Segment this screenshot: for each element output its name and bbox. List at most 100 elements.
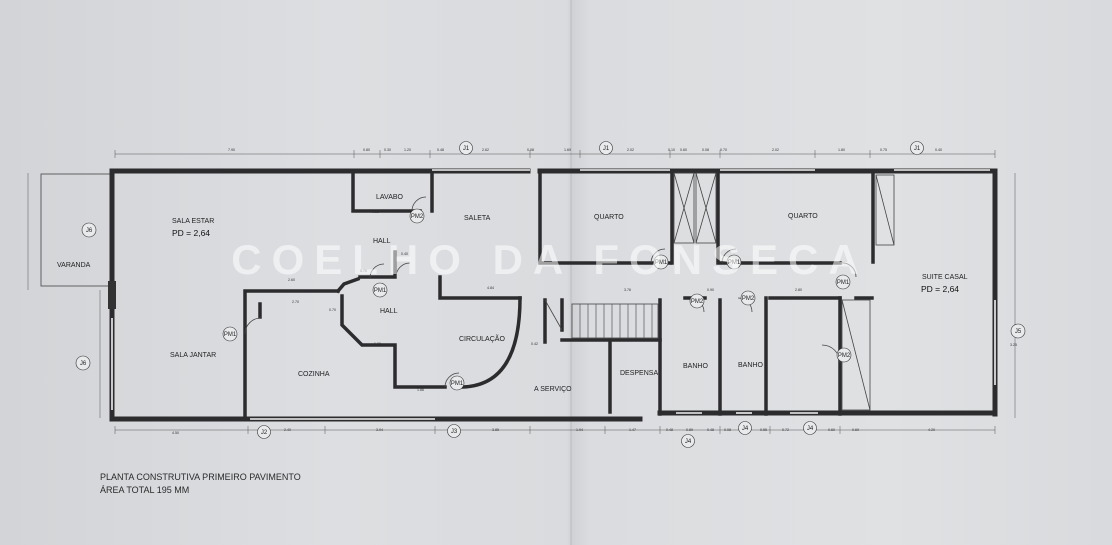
dim-label: 0.80 [363, 148, 370, 152]
dim-label: 0.60 [680, 148, 687, 152]
tag-pm1: PM1 [835, 274, 851, 290]
svg-text:J6: J6 [86, 228, 93, 234]
suite-casal-pd: PD = 2,64 [921, 284, 959, 294]
room-label-sala-estar: SALA ESTAR [172, 218, 214, 225]
tag-j1: J1 [599, 141, 613, 155]
dim-label: 0.40 [935, 148, 942, 152]
dimension-lines [27, 150, 1016, 434]
tag-j6: J6 [81, 222, 97, 238]
dim-label: 3.04 [376, 428, 383, 432]
room-label-suite-casal: SUITE CASAL [922, 274, 968, 281]
dim-label: 0.42 [531, 342, 538, 346]
opening-tags: J1 J1 J1 J2 J3 J4 J4 J4 J5 J6 J6 PM1 PM1… [75, 141, 1026, 448]
dim-label: 0.48 [437, 148, 444, 152]
dim-label: 1.94 [576, 428, 583, 432]
dim-label: 0.60 [828, 428, 835, 432]
dim-label: 0.48 [666, 428, 673, 432]
dim-label: 2.02 [772, 148, 779, 152]
tag-pm1: PM1 [222, 326, 238, 342]
dim-label: 4.50 [172, 431, 179, 435]
room-label-circulacao: CIRCULAÇÃO [459, 334, 505, 343]
svg-text:J4: J4 [807, 426, 814, 432]
dim-label: 2.60 [288, 278, 295, 282]
dim-label: 1.86 [417, 388, 424, 392]
dim-label: 4.84 [487, 286, 494, 290]
svg-text:J1: J1 [463, 146, 470, 152]
sala-estar-pd: PD = 2,64 [172, 228, 210, 238]
watermark: COELHO DA FONSECA [231, 236, 869, 283]
dim-label: 0.08 [724, 428, 731, 432]
svg-text:PM1: PM1 [655, 260, 668, 266]
svg-text:J6: J6 [80, 361, 87, 367]
dim-label: 0.75 [880, 148, 887, 152]
dim-label: 0.30 [384, 148, 391, 152]
room-label-banho-2: BANHO [738, 362, 763, 369]
svg-text:PM1: PM1 [224, 332, 237, 338]
tag-j1: J1 [910, 141, 924, 155]
room-label-lavabo: LAVABO [376, 194, 404, 201]
dim-label: 0.10 [668, 148, 675, 152]
room-label-quarto-1: QUARTO [594, 214, 624, 221]
tag-j4: J4 [738, 421, 752, 435]
tag-j4: J4 [681, 434, 695, 448]
tag-pm2: PM2 [689, 293, 705, 309]
bottom-dimensions: 4.50 2.40 3.04 3.85 1.94 1.47 0.48 0.89 … [172, 428, 935, 435]
tag-j3: J3 [447, 424, 461, 438]
dim-label: 1.80 [838, 148, 845, 152]
dim-label: 7.90 [228, 148, 235, 152]
plan-title: PLANTA CONSTRUTIVA PRIMEIRO PAVIMENTO [100, 472, 301, 482]
room-label-despensa: DESPENSA [620, 370, 658, 377]
dim-label: 0.70 [360, 269, 367, 273]
tag-pm2: PM2 [409, 208, 425, 224]
room-label-varanda: VARANDA [57, 262, 91, 269]
dim-label: 1.69 [564, 148, 571, 152]
dim-label: 0.55 [760, 428, 767, 432]
tag-pm1: PM1 [653, 254, 669, 270]
dim-label: 2.02 [627, 148, 634, 152]
dim-label: 1.20 [404, 148, 411, 152]
dim-label: 1.47 [629, 428, 636, 432]
dim-label: 2.62 [482, 148, 489, 152]
dim-label: 0.40 [401, 252, 408, 256]
staircase [571, 303, 659, 339]
varanda-outline [40, 173, 115, 287]
dim-label: 0.70 [329, 308, 336, 312]
svg-text:J4: J4 [685, 439, 692, 445]
dim-label: 2.80 [795, 288, 802, 292]
dim-label: 0.89 [686, 428, 693, 432]
room-label-banho-1: BANHO [683, 363, 708, 370]
top-dimensions: 7.90 0.80 0.30 1.20 0.48 2.62 0.08 1.69 … [228, 148, 942, 152]
dim-label: 0.90 [707, 288, 714, 292]
room-label-hall-2: HALL [380, 308, 398, 315]
dim-label: 0.69 [852, 428, 859, 432]
tag-j1: J1 [459, 141, 473, 155]
room-label-sala-jantar: SALA JANTAR [170, 352, 216, 359]
title-block: PLANTA CONSTRUTIVA PRIMEIRO PAVIMENTO ÁR… [100, 471, 301, 497]
dim-label: 3.25 [1010, 343, 1017, 347]
svg-text:J1: J1 [603, 146, 610, 152]
dim-label: 0.72 [782, 428, 789, 432]
tag-pm2: PM2 [740, 290, 756, 306]
interior-walls [243, 169, 875, 421]
room-label-a-servico: A SERVIÇO [534, 386, 572, 393]
svg-text:PM1: PM1 [837, 280, 850, 286]
svg-text:J2: J2 [261, 430, 268, 436]
plan-area: ÁREA TOTAL 195 MM [100, 485, 190, 495]
room-label-quarto-2: QUARTO [788, 213, 818, 220]
tag-j5: J5 [1010, 323, 1026, 339]
tag-j4: J4 [803, 421, 817, 435]
tag-pm1: PM1 [726, 254, 742, 270]
dim-label: 2.40 [284, 428, 291, 432]
room-label-cozinha: COZINHA [298, 371, 330, 378]
tag-j6: J6 [75, 355, 91, 371]
tag-pm2: PM2 [836, 347, 852, 363]
room-labels: SALA ESTAR PD = 2,64 LAVABO SALETA QUART… [57, 194, 968, 393]
tag-pm1: PM1 [449, 375, 465, 391]
svg-text:J5: J5 [1015, 329, 1022, 335]
dim-label: 3.85 [492, 428, 499, 432]
tag-j2: J2 [257, 425, 271, 439]
windows [111, 169, 996, 420]
svg-text:PM2: PM2 [838, 353, 851, 359]
